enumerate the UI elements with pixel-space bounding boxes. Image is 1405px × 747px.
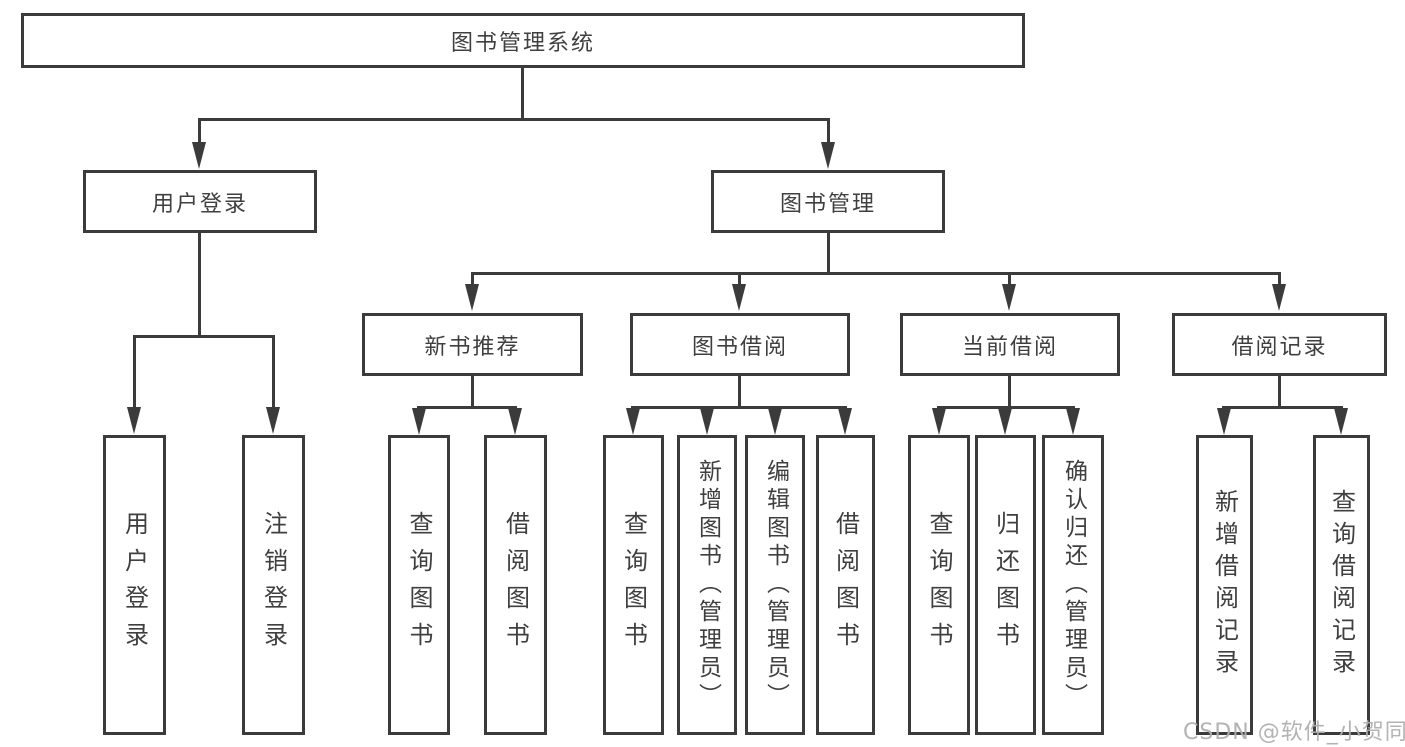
leaf-query-books-2: 查询图书: [603, 435, 664, 735]
arrowhead-icon: [1272, 284, 1286, 311]
leaf-return-books: 归还图书: [975, 435, 1036, 735]
arrowhead-icon: [838, 408, 852, 435]
node-root: 图书管理系统: [21, 13, 1025, 68]
connector-line: [417, 406, 517, 409]
connector-line: [1222, 406, 1343, 409]
connector-line: [521, 68, 524, 119]
arrowhead-icon: [700, 408, 714, 435]
arrowhead-icon: [1334, 408, 1348, 435]
connector-line: [1008, 272, 1011, 286]
connector-line: [827, 118, 830, 144]
connector-line: [133, 335, 275, 338]
node-user-login: 用户登录: [83, 170, 317, 233]
node-new-book-recommend: 新书推荐: [362, 313, 583, 376]
connector-line: [198, 118, 830, 121]
arrowhead-icon: [508, 408, 522, 435]
leaf-borrow-books-1: 借阅图书: [484, 435, 547, 735]
arrowhead-icon: [192, 142, 206, 169]
connector-line: [198, 118, 201, 144]
node-current-borrow: 当前借阅: [900, 313, 1120, 376]
leaf-query-books-1: 查询图书: [388, 435, 450, 735]
arrowhead-icon: [412, 408, 426, 435]
arrowhead-icon: [732, 284, 746, 311]
arrowhead-icon: [1217, 408, 1231, 435]
arrowhead-icon: [1002, 284, 1016, 311]
leaf-add-books-admin: 新增图书（管理员）: [677, 435, 737, 735]
connector-line: [471, 376, 474, 406]
leaf-logout: 注销登录: [242, 435, 305, 735]
connector-line: [1008, 376, 1011, 406]
leaf-user-login: 用户登录: [103, 435, 166, 735]
arrowhead-icon: [465, 284, 479, 311]
arrowhead-icon: [266, 407, 280, 434]
watermark-text: CSDN @软件_小贺同学: [1183, 720, 1405, 745]
arrowhead-icon: [1066, 408, 1080, 435]
arrowhead-icon: [932, 408, 946, 435]
leaf-borrow-books-2: 借阅图书: [816, 435, 875, 735]
node-book-borrow: 图书借阅: [630, 313, 850, 376]
arrowhead-icon: [768, 408, 782, 435]
connector-line: [1278, 272, 1281, 286]
connector-line: [827, 233, 830, 273]
arrowhead-icon: [626, 408, 640, 435]
leaf-query-books-3: 查询图书: [908, 435, 970, 735]
node-book-management: 图书管理: [711, 170, 945, 233]
node-borrow-records: 借阅记录: [1172, 313, 1387, 376]
arrowhead-icon: [127, 407, 141, 434]
connector-line: [471, 272, 1281, 275]
connector-line: [272, 335, 275, 409]
arrowhead-icon: [821, 142, 835, 169]
leaf-query-borrow-record: 查询借阅记录: [1313, 435, 1370, 735]
connector-line: [471, 272, 474, 286]
arrowhead-icon: [998, 408, 1012, 435]
leaf-edit-books-admin: 编辑图书（管理员）: [745, 435, 805, 735]
connector-line: [631, 406, 847, 409]
connector-line: [1278, 376, 1281, 406]
connector-line: [738, 272, 741, 286]
connector-line: [198, 233, 201, 335]
connector-line: [738, 376, 741, 406]
leaf-confirm-return-admin: 确认归还（管理员）: [1042, 435, 1104, 735]
leaf-add-borrow-record: 新增借阅记录: [1196, 435, 1253, 735]
connector-line: [133, 335, 136, 409]
connector-line: [937, 406, 1075, 409]
